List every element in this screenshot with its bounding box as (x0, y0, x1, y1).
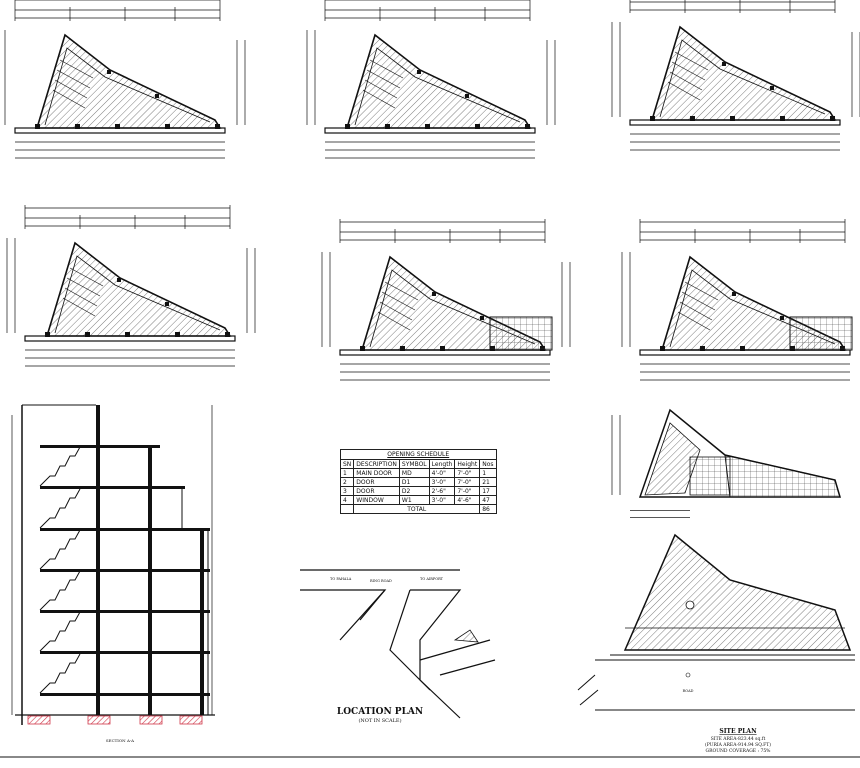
cell: 3 (339, 486, 355, 496)
site-plan-note-3: GROUND COVERAGE : 75% (706, 748, 772, 754)
opening-schedule-table: OPENING SCHEDULE SN DESCRIPTION SYMBOL L… (339, 449, 497, 514)
section-title: SECTION A-A (106, 738, 134, 743)
floor-plan-5 (321, 218, 571, 381)
site-plan-note-1: SITE AREA-823.44 sq.ft (711, 736, 766, 742)
floor-plan-1 (0, 0, 246, 159)
cell: DOOR (353, 486, 400, 496)
table-row: 4 WINDOW W1 3'-0" 4'-6" 47 (339, 495, 497, 505)
site-plan-note-2: (PURIA AREA-914.94 SQ.FT) (705, 741, 771, 748)
floor-plan-4 (6, 204, 256, 367)
cell: MD (398, 468, 430, 478)
roof-plan (611, 408, 842, 518)
location-plan-subtitle: (NOT IN SCALE) (358, 717, 401, 724)
cell: 1 (339, 468, 355, 478)
cell: 7'-0" (454, 468, 481, 478)
table-total-row: TOTAL 86 (339, 504, 497, 514)
total-label: TOTAL (353, 504, 481, 514)
cell: 7'-0" (454, 477, 481, 487)
total-value: 86 (479, 504, 497, 514)
section-drawing: SECTION A-A (11, 404, 215, 743)
cell: 17 (479, 486, 497, 496)
cell: 2'-6" (428, 486, 456, 496)
header-sn: SN (339, 459, 355, 469)
road-label-2: RING ROAD (370, 579, 392, 583)
cell: 3'-0" (428, 495, 456, 505)
cell: 21 (479, 477, 497, 487)
cell: MAIN DOOR (353, 468, 400, 478)
site-plan: ROAD SITE PLAN SITE AREA-823.44 sq.ft (P… (577, 533, 855, 754)
site-plan-title: SITE PLAN (719, 728, 757, 735)
table-row: 1 MAIN DOOR MD 4'-0" 7'-0" 1 (339, 468, 497, 478)
header-symbol: SYMBOL (398, 459, 430, 469)
road-label-1: TO PAHALA (330, 577, 352, 581)
cell: 4'-6" (454, 495, 481, 505)
cell: 4 (339, 495, 355, 505)
cell (339, 504, 355, 514)
cell: 4'-0" (428, 468, 456, 478)
road-label-3: TO AIRPORT (420, 577, 444, 581)
header-length: Length (428, 459, 456, 469)
floor-plan-3 (611, 0, 860, 151)
cell: 7'-0" (454, 486, 481, 496)
cell: D2 (398, 486, 430, 496)
opening-schedule-title: OPENING SCHEDULE (340, 449, 497, 459)
cell: 2 (339, 477, 355, 487)
header-nos: Nos (479, 459, 497, 469)
table-row: 3 DOOR D2 2'-6" 7'-0" 17 (339, 486, 497, 496)
cell: 47 (479, 495, 497, 505)
header-height: Height (454, 459, 481, 469)
site-road-label: ROAD (683, 689, 694, 693)
location-plan-title: LOCATION PLAN (337, 707, 423, 717)
cell: 1 (479, 468, 497, 478)
cell: DOOR (353, 477, 400, 487)
cell: WINDOW (353, 495, 400, 505)
cell: 3'-0" (428, 477, 456, 487)
cell: W1 (398, 495, 430, 505)
cell: D1 (398, 477, 430, 487)
table-header-row: SN DESCRIPTION SYMBOL Length Height Nos (339, 459, 497, 469)
location-plan: TO PAHALA RING ROAD TO AIRPORT LOCATION … (300, 569, 496, 724)
floor-plan-2 (306, 0, 556, 159)
floor-plan-6 (621, 218, 860, 381)
header-description: DESCRIPTION (353, 459, 400, 469)
table-row: 2 DOOR D1 3'-0" 7'-0" 21 (339, 477, 497, 487)
